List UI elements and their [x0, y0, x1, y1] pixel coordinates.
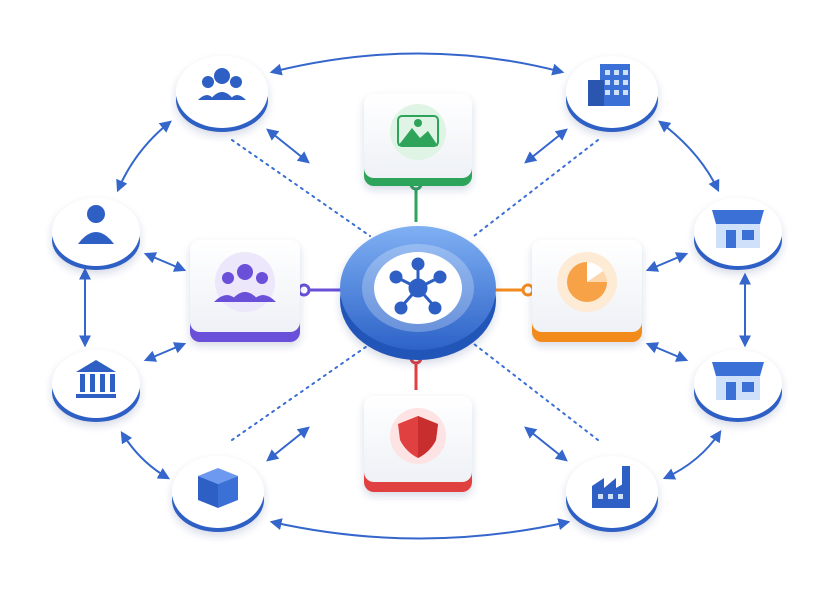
node-team[interactable]: [176, 56, 268, 132]
connector-left-dot: [297, 283, 311, 297]
network-nodes-icon: [389, 257, 447, 315]
storefront-icon: [712, 210, 764, 248]
arrow-office-hub: [524, 128, 568, 164]
landscape-image-icon: [397, 115, 439, 147]
dotted-link-team: [231, 139, 371, 237]
package-box-icon: [198, 468, 238, 508]
office-building-icon: [588, 64, 630, 106]
module-bottom[interactable]: [364, 396, 472, 492]
node-bank[interactable]: [52, 350, 140, 422]
node-storefront-upper[interactable]: [694, 198, 782, 270]
module-right[interactable]: [532, 240, 642, 342]
bank-icon: [76, 360, 116, 398]
dotted-link-office: [473, 139, 599, 237]
arrow-package-hub: [266, 426, 310, 462]
dotted-link-package: [231, 343, 371, 441]
connector-right-dot: [521, 283, 535, 297]
module-top[interactable]: [364, 94, 472, 186]
node-package[interactable]: [172, 456, 264, 532]
factory-icon: [592, 466, 630, 508]
team-icon: [198, 68, 246, 100]
arrow-bank-package: [120, 430, 171, 480]
users-group-icon: [214, 264, 276, 302]
security-shield-icon: [398, 416, 438, 458]
arrow-factory-hub: [524, 426, 568, 462]
dotted-connectors: [231, 139, 599, 441]
node-factory[interactable]: [566, 456, 658, 532]
arrow-package-factory: [269, 518, 571, 540]
arrow-office-storefront-upper: [658, 120, 720, 193]
storefront-icon: [712, 362, 764, 400]
node-storefront-lower[interactable]: [694, 350, 782, 422]
dotted-link-factory: [473, 343, 599, 441]
arrow-person-left-module: [143, 252, 187, 272]
node-office-building[interactable]: [566, 56, 658, 132]
central-hub: [340, 226, 496, 360]
arrow-team-person: [116, 120, 172, 193]
arrow-bank-left-module: [143, 342, 187, 362]
outer-arrows: [79, 52, 751, 540]
arrow-storefront-factory: [662, 430, 722, 480]
pie-chart-icon: [567, 262, 607, 302]
arrow-team-hub: [266, 128, 310, 164]
arrow-storefront-right-module: [645, 252, 689, 272]
node-person[interactable]: [52, 198, 140, 270]
arrow-storefront-lower-right-module: [645, 342, 689, 362]
person-icon: [78, 205, 114, 244]
module-left[interactable]: [190, 240, 300, 342]
arrow-team-office: [269, 52, 565, 76]
